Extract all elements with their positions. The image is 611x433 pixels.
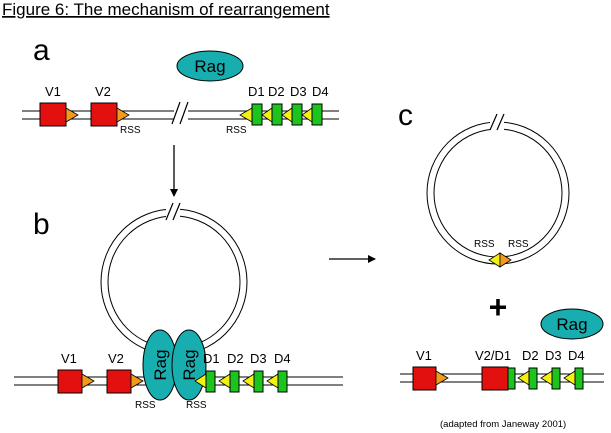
rag-label-b-right: Rag	[180, 349, 199, 380]
source-credit: (adapted from Janeway 2001)	[440, 419, 566, 430]
v2-segment-b	[106, 369, 132, 394]
break-mark-b	[165, 202, 181, 221]
d-cluster-b	[194, 370, 288, 393]
d3-segment-a	[291, 103, 303, 126]
d1-segment-b	[205, 370, 216, 393]
v1-segment-b	[57, 369, 83, 394]
d2-segment-c	[528, 367, 538, 390]
d4-label-b: D4	[274, 351, 291, 366]
d-cluster-a	[239, 103, 323, 126]
rss-joint-yellow	[488, 252, 501, 268]
d3-label-a: D3	[290, 84, 307, 99]
d2-segment-b	[229, 370, 240, 393]
panel-a: V1 V2 D1 D2 D3 D4 RSS RSS Rag	[22, 50, 339, 136]
plus-sign: +	[489, 289, 508, 325]
v2d1-segment-v-part	[481, 366, 509, 391]
rss-v2-b	[130, 373, 144, 389]
break-mark-a	[171, 101, 189, 125]
panel-c-circle: RSS RSS	[426, 113, 570, 268]
rag-label-b-left: Rag	[151, 349, 170, 380]
v1-segment-a	[39, 102, 67, 127]
v2-label-a: V2	[95, 84, 111, 99]
d3-segment-b	[253, 370, 264, 393]
d4-label-c: D4	[568, 348, 585, 363]
v1-label-b: V1	[61, 351, 77, 366]
rss-label-a-left: RSS	[120, 125, 141, 136]
rag-protein-a	[176, 50, 244, 82]
d2-segment-a	[271, 103, 283, 126]
break-mark-c	[489, 113, 505, 131]
rag-label-a: Rag	[194, 57, 225, 76]
rss-v2-a	[116, 107, 130, 123]
d4-label-a: D4	[312, 84, 329, 99]
panel-c-label: c	[398, 99, 413, 132]
v2-segment-a	[90, 102, 118, 127]
rss-v1-c	[435, 370, 449, 386]
figure-title: Figure 6: The mechanism of rearrangement	[2, 0, 330, 19]
rss-label-c-right: RSS	[508, 239, 529, 250]
v1-segment-c	[412, 366, 437, 391]
rag-label-c: Rag	[556, 315, 587, 334]
d1-segment-a	[251, 103, 263, 126]
d4-segment-a	[311, 103, 323, 126]
panel-a-label: a	[33, 34, 50, 67]
d1-label-a: D1	[248, 84, 265, 99]
v1-label-a: V1	[45, 84, 61, 99]
v2d1-label-c: V2/D1	[475, 348, 511, 363]
panel-c-rearranged-dna: V1 V2/D1 D2 D3 D4	[400, 348, 604, 391]
d4-segment-b	[277, 370, 288, 393]
rag-protein-c	[540, 308, 604, 340]
rss-v1-a	[65, 107, 79, 123]
d2-label-b: D2	[227, 351, 244, 366]
d3-segment-c	[551, 367, 561, 390]
d2-label-a: D2	[268, 84, 285, 99]
panel-b: Rag Rag V1 V2 D1 D2 D3 D4 RSS RSS	[14, 202, 343, 411]
v2d1-segment-d-part	[507, 367, 516, 390]
rss-label-a-right: RSS	[226, 125, 247, 136]
v2-label-b: V2	[108, 351, 124, 366]
v1-label-c: V1	[416, 348, 432, 363]
d3-label-b: D3	[250, 351, 267, 366]
panel-b-label: b	[33, 208, 50, 241]
d2-label-c: D2	[522, 348, 539, 363]
d3-label-c: D3	[545, 348, 562, 363]
d1-label-b: D1	[203, 351, 220, 366]
rss-label-c-left: RSS	[474, 239, 495, 250]
rss-joint-orange	[499, 252, 512, 268]
rss-label-b-left: RSS	[135, 400, 156, 411]
d4-segment-c	[574, 367, 584, 390]
rss-label-b-right: RSS	[186, 400, 207, 411]
rss-v1-b	[81, 373, 95, 389]
